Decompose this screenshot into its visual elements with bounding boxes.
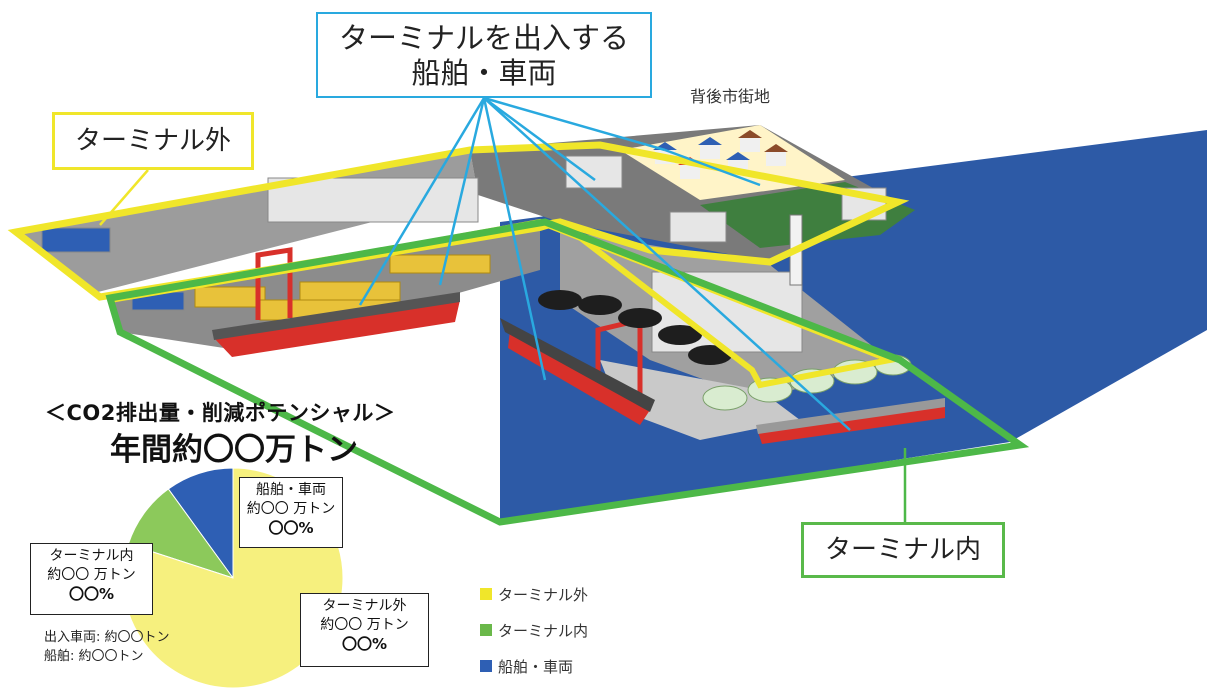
coal-piles: [538, 290, 732, 365]
legend-item-inside: ターミナル内: [480, 612, 588, 648]
title-line-1: ターミナルを出入する: [338, 21, 629, 55]
inside-terminal-callout: ターミナル内: [801, 522, 1005, 578]
breakdown-ships: 船舶: 約〇〇トン: [44, 649, 144, 664]
co2-total: 年間約〇〇万トン: [110, 432, 358, 468]
coal-yard: [600, 360, 800, 440]
outside-breakdown: 出入車両: 約〇〇トン 船舶: 約〇〇トン: [44, 628, 170, 666]
inside-label-name: ターミナル内: [49, 548, 134, 564]
outside-pointer: [99, 169, 149, 226]
breakdown-vehicles: 出入車両: 約〇〇トン: [44, 630, 170, 645]
legend-swatch-inside: [480, 624, 492, 636]
legend-label-outside: ターミナル外: [498, 585, 589, 604]
ship-label-percent: 〇〇%: [268, 519, 314, 537]
gantry-cranes: [255, 247, 643, 400]
outside-terminal-callout: ターミナル外: [52, 112, 254, 170]
legend-label-ship: 船舶・車両: [498, 657, 574, 676]
terminal-inside-outline: [105, 218, 1030, 526]
ships: [212, 292, 945, 444]
co2-heading: ＜CO2排出量・削減ポテンシャル＞: [45, 401, 396, 425]
legend-swatch-ship: [480, 660, 492, 672]
outside-label-percent: 〇〇%: [341, 635, 388, 653]
legend-swatch-outside: [480, 588, 492, 600]
outside-label-name: ターミナル外: [322, 598, 407, 614]
hinterland-label: 背後市街地: [690, 87, 771, 106]
legend-item-ship: 船舶・車両: [480, 648, 588, 684]
ship-label-amount: 約〇〇 万トン: [246, 501, 336, 517]
legend-item-outside: ターミナル外: [480, 576, 588, 612]
vessels-vehicles-callout: ターミナルを出入する 船舶・車両: [316, 12, 652, 98]
outside-label-box: ターミナル外 約〇〇 万トン 〇〇%: [300, 593, 429, 667]
ship-vehicle-label-box: 船舶・車両 約〇〇 万トン 〇〇%: [239, 477, 343, 548]
inside-label-percent: 〇〇%: [68, 585, 115, 603]
callout-lines: [358, 96, 851, 431]
legend-label-inside: ターミナル内: [498, 621, 589, 640]
pie-legend: ターミナル外 ターミナル内 船舶・車両: [480, 576, 588, 684]
inside-label-amount: 約〇〇 万トン: [47, 567, 136, 583]
inside-label-box: ターミナル内 約〇〇 万トン 〇〇%: [30, 543, 153, 615]
outside-label-amount: 約〇〇 万トン: [320, 617, 409, 633]
title-line-2: 船舶・車両: [411, 56, 557, 90]
ship-label-name: 船舶・車両: [256, 482, 326, 498]
